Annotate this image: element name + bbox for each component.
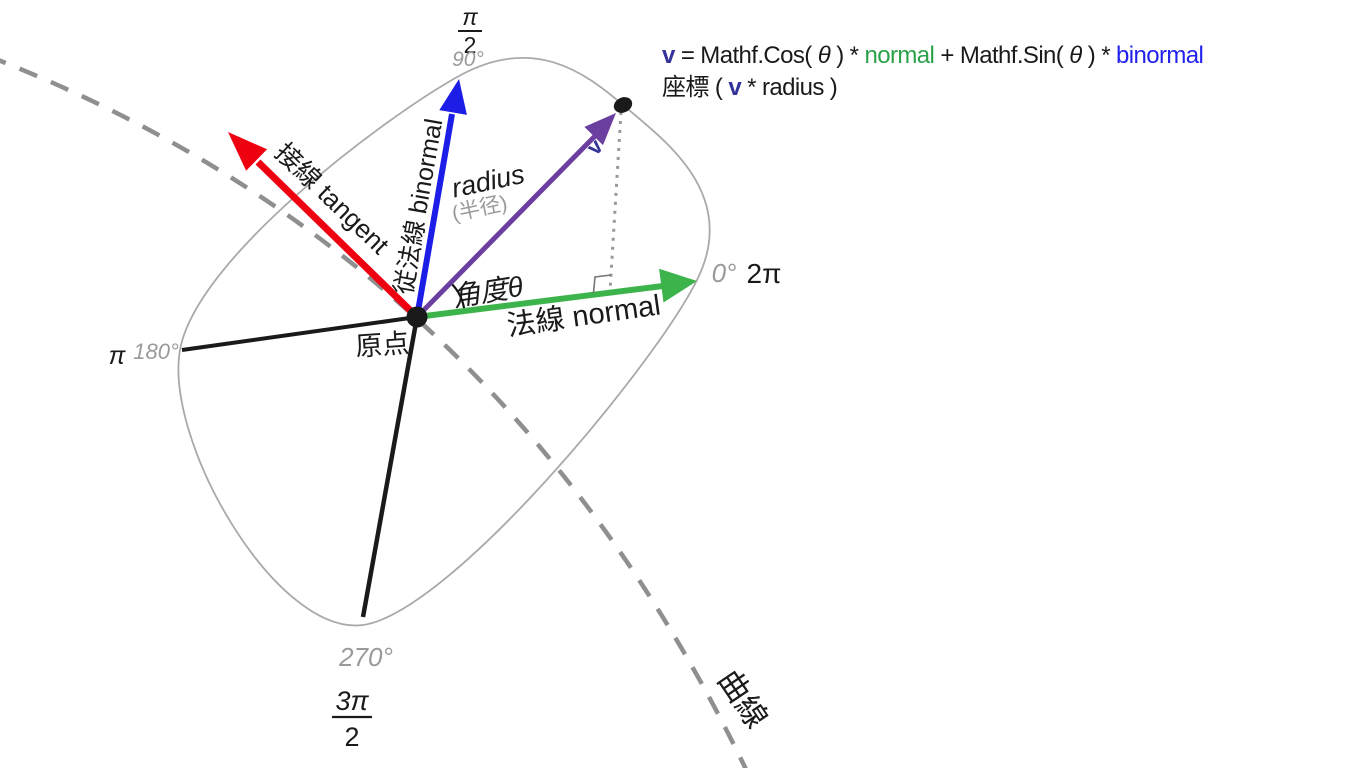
coord-v: v xyxy=(728,74,742,101)
formula-binormal: binormal xyxy=(1116,42,1204,69)
label-270-num: 3π xyxy=(335,686,369,716)
binormal-arrow-head xyxy=(439,79,467,115)
radius-line-180 xyxy=(181,315,418,352)
tangent-arrow-head xyxy=(228,132,268,171)
formula-normal: normal xyxy=(864,42,935,69)
coordinate-dot xyxy=(613,97,633,113)
formula-seg3: + Mathf.Sin( xyxy=(934,42,1070,69)
formula-line-1: v = Mathf.Cos( θ ) * normal + Mathf.Sin(… xyxy=(662,40,1204,72)
label-0-deg: 0° xyxy=(712,258,737,288)
label-90-deg: 90° xyxy=(452,48,484,71)
v-arrow-shaft xyxy=(415,133,598,319)
tangent-arrow-shaft xyxy=(255,159,420,320)
binormal-label: 従法線 binormal xyxy=(390,117,448,297)
coord-seg2: * radius ) xyxy=(741,74,838,101)
right-angle-marker xyxy=(592,274,612,294)
formula-block: v = Mathf.Cos( θ ) * normal + Mathf.Sin(… xyxy=(662,40,1204,104)
formula-seg4: ) * xyxy=(1081,42,1117,69)
coord-seg1: 座標 ( xyxy=(662,74,729,101)
label-270-deg: 270° xyxy=(338,642,393,672)
label-180-deg: 180° xyxy=(133,339,179,364)
formula-theta-2: θ xyxy=(1069,42,1082,69)
v-arrow-head xyxy=(584,113,616,146)
formula-v: v xyxy=(662,42,675,69)
origin-dot xyxy=(406,306,428,328)
label-270-den: 2 xyxy=(344,722,359,752)
binormal-arrow-shaft xyxy=(414,113,455,318)
normal-arrow-shaft xyxy=(416,283,664,320)
formula-line-2: 座標 ( v * radius ) xyxy=(662,72,1203,104)
label-90-pi: π xyxy=(462,4,478,30)
label-0-rad: 2π xyxy=(747,258,782,289)
projection-dotted-line xyxy=(608,111,623,292)
label-180-rad: π xyxy=(109,342,127,370)
formula-theta-1: θ xyxy=(817,42,831,69)
normal-arrow-head xyxy=(659,268,697,303)
label-90-den: 2 xyxy=(464,32,477,58)
formula-seg2: ) * xyxy=(830,42,865,69)
formula-seg1: = Mathf.Cos( xyxy=(674,42,818,69)
radius-line-270 xyxy=(360,316,420,618)
tangent-label: 接線 tangent xyxy=(269,137,395,261)
origin-label: 原点 xyxy=(354,328,410,362)
curve-label: 曲線 xyxy=(711,664,775,735)
